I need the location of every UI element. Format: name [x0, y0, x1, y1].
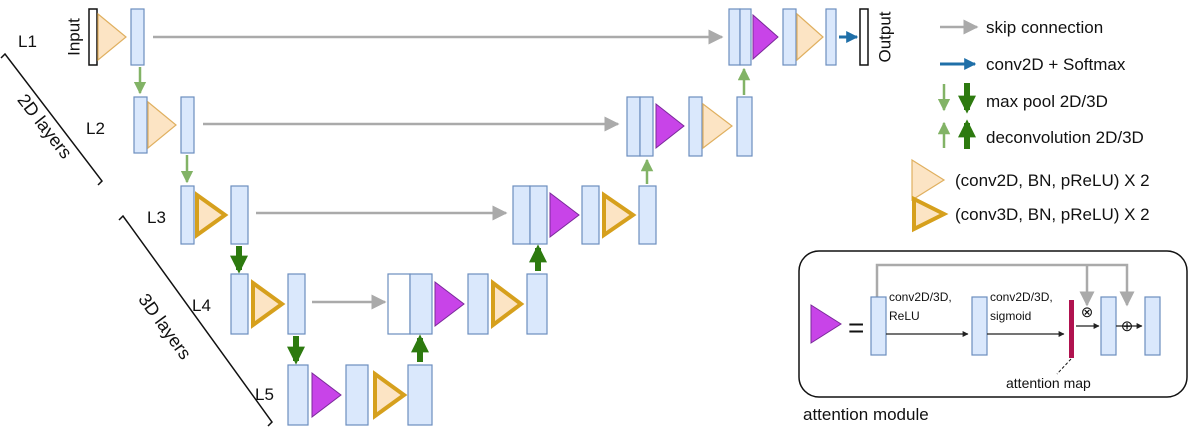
- legend-softmax-label: conv2D + Softmax: [986, 55, 1126, 74]
- feature-block: [409, 273, 433, 335]
- attention-triangle: [752, 13, 779, 61]
- feature-block: [581, 185, 600, 245]
- attention-module-title: attention module: [803, 405, 929, 424]
- feature-block: [638, 185, 657, 245]
- level-label-l2: L2: [86, 119, 105, 138]
- input-label: Input: [64, 18, 83, 56]
- feature-block: [870, 296, 887, 356]
- feature-block: [467, 273, 489, 335]
- attention-bypass: [875, 263, 1135, 307]
- level-label-l1: L1: [18, 32, 37, 51]
- bracket-2d: [0, 52, 103, 186]
- pool-arrows: [133, 67, 305, 365]
- equals-sign: =: [848, 312, 864, 343]
- level-5: [287, 364, 433, 426]
- feature-block: [230, 273, 249, 335]
- step1-line2: ReLU: [889, 309, 920, 323]
- feature-block: [180, 185, 195, 245]
- output-block: [859, 8, 869, 66]
- legend-conv3d-triangle: [912, 195, 949, 233]
- attention-triangle: [549, 191, 580, 239]
- step2-line1: conv2D/3D,: [990, 290, 1053, 304]
- level-3: [180, 185, 657, 245]
- feature-block: [407, 364, 433, 426]
- feature-block: [971, 296, 988, 356]
- conv3d-triangle: [491, 279, 525, 329]
- group-label-3d: 3D layers: [134, 290, 195, 363]
- feature-block: [1144, 296, 1161, 356]
- feature-block: [1100, 296, 1117, 356]
- conv2d-triangle: [702, 102, 733, 150]
- attention-module: = conv2D/3D, ReLU conv2D/3D, sigmoid att…: [798, 250, 1188, 398]
- conv3d-triangle: [373, 370, 408, 420]
- level-2: [133, 96, 753, 157]
- attention-triangle: [810, 304, 842, 344]
- attention-module-frame: [798, 250, 1188, 398]
- conv2d-triangle: [796, 12, 824, 62]
- legend-conv2d-label: (conv2D, BN, pReLU) X 2: [955, 171, 1150, 190]
- level-1: [88, 8, 869, 66]
- feature-block: [688, 96, 703, 157]
- feature-block: [728, 8, 741, 66]
- feature-block: [230, 185, 249, 245]
- feature-block: [529, 185, 548, 245]
- attention-triangle: [311, 371, 342, 419]
- step1-line1: conv2D/3D,: [889, 290, 952, 304]
- feature-block: [345, 364, 369, 426]
- conv2d-triangle: [147, 100, 177, 150]
- legend-conv3d-label: (conv3D, BN, pReLU) X 2: [955, 205, 1150, 224]
- feature-block: [287, 364, 309, 426]
- add-icon: ⊕: [1121, 318, 1134, 335]
- level-label-l5: L5: [255, 385, 274, 404]
- output-label: Output: [875, 11, 894, 62]
- feature-block: [626, 96, 641, 157]
- level-label-l4: L4: [192, 296, 211, 315]
- deconv-arrows: [411, 67, 751, 362]
- feature-block: [782, 8, 797, 66]
- feature-block: [130, 8, 145, 66]
- feature-block: [526, 273, 548, 335]
- level-label-l3: L3: [147, 208, 166, 227]
- feature-block: [739, 8, 752, 66]
- legend-skip-label: skip connection: [986, 18, 1103, 37]
- legend-conv2d-triangle: [911, 158, 946, 202]
- legend-maxpool-label: max pool 2D/3D: [986, 92, 1108, 111]
- feature-block: [512, 185, 531, 245]
- legend: skip connection conv2D + Softmax max poo…: [911, 18, 1150, 233]
- legend-deconv-label: deconvolution 2D/3D: [986, 128, 1144, 147]
- feature-block: [736, 96, 753, 157]
- input-block: [88, 8, 98, 66]
- feature-block: [180, 96, 195, 154]
- feature-block: [639, 96, 654, 157]
- step2-line2: sigmoid: [990, 309, 1031, 323]
- attention-map-bar: [1069, 300, 1074, 358]
- conv3d-triangle: [251, 279, 286, 329]
- concat-block: [387, 273, 411, 335]
- feature-block: [825, 8, 837, 66]
- attention-triangle: [434, 280, 465, 328]
- conv3d-triangle: [602, 191, 637, 239]
- attention-triangle: [655, 102, 685, 150]
- multiply-icon: ⊗: [1081, 304, 1094, 321]
- feature-block: [133, 96, 148, 154]
- skip-connections: [153, 29, 724, 310]
- attention-map-pointer: [1056, 358, 1072, 375]
- feature-block: [287, 273, 306, 335]
- bracket-3d: [118, 214, 273, 427]
- level-4: [230, 273, 548, 335]
- conv3d-triangle: [195, 191, 229, 239]
- attention-map-label: attention map: [1006, 375, 1091, 391]
- conv2d-triangle: [97, 12, 127, 62]
- group-label-2d: 2D layers: [13, 90, 76, 162]
